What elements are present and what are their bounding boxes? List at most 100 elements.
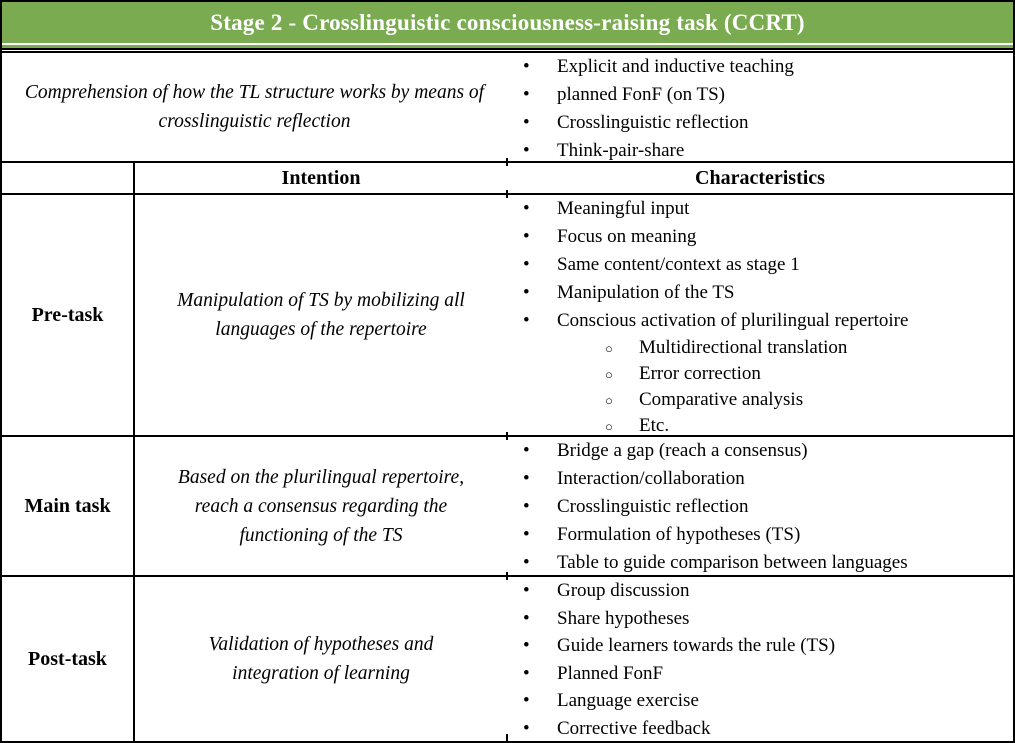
- characteristic-item: • Crosslinguistic reflection: [507, 109, 1013, 137]
- characteristic-text: Bridge a gap (reach a consensus): [557, 440, 808, 461]
- bullet-icon: •: [523, 310, 530, 331]
- column-header-characteristics: Characteristics: [695, 166, 825, 189]
- column-header-spacer: [2, 163, 135, 193]
- bullet-icon: •: [523, 468, 530, 489]
- characteristic-item: • Focus on meaning: [507, 223, 1013, 251]
- characteristic-text: planned FonF (on TS): [557, 84, 726, 105]
- column-border-tick: [506, 572, 508, 580]
- bullet-icon: •: [523, 140, 530, 161]
- overview-intention-cell: Comprehension of how the TL structure wo…: [2, 53, 507, 161]
- bullet-icon: ○: [605, 419, 613, 434]
- column-header-intention: Intention: [281, 166, 361, 189]
- characteristics-list: • Meaningful input • Focus on meaning • …: [507, 195, 1013, 439]
- intention-cell: Manipulation of TS by mobilizing all lan…: [135, 195, 507, 435]
- characteristic-item: • Planned FonF: [507, 660, 1013, 688]
- intention-text: Manipulation of TS by mobilizing all lan…: [177, 290, 465, 340]
- bullet-icon: •: [523, 496, 530, 517]
- characteristic-item: • Think-pair-share: [507, 137, 1013, 165]
- characteristic-text: Planned FonF: [557, 662, 664, 684]
- characteristic-text: Explicit and inductive teaching: [557, 56, 794, 77]
- bullet-icon: •: [523, 440, 530, 461]
- bullet-icon: •: [523, 56, 530, 77]
- task-row-main-task: Main task Based on the plurilingual repe…: [2, 437, 1013, 577]
- task-label: Post-task: [2, 577, 135, 741]
- stage-header-bar: Stage 2 - Crosslinguistic consciousness-…: [2, 2, 1013, 50]
- characteristic-item: • Group discussion: [507, 577, 1013, 605]
- intention-cell: Validation of hypotheses and integration…: [135, 577, 507, 741]
- characteristic-text: Share hypotheses: [557, 607, 690, 629]
- bullet-icon: •: [523, 254, 530, 275]
- characteristic-item: ○ Comparative analysis: [507, 387, 1013, 413]
- characteristics-list: • Bridge a gap (reach a consensus) • Int…: [507, 437, 1013, 577]
- overview-intention-text: Comprehension of how the TL structure wo…: [24, 82, 485, 132]
- overview-row: Comprehension of how the TL structure wo…: [2, 53, 1013, 163]
- header-divider-line: [2, 43, 1013, 45]
- bullet-icon: •: [523, 524, 530, 545]
- characteristic-text: Same content/context as stage 1: [557, 254, 800, 275]
- characteristics-cell: • Meaningful input • Focus on meaning • …: [507, 195, 1013, 436]
- intention-text: Based on the plurilingual repertoire, re…: [177, 466, 465, 546]
- bullet-icon: •: [523, 282, 530, 303]
- characteristic-text: Interaction/collaboration: [557, 468, 745, 489]
- characteristic-item: • Bridge a gap (reach a consensus): [507, 437, 1013, 465]
- characteristics-cell: • Group discussion • Share hypotheses • …: [507, 577, 1013, 741]
- bullet-icon: •: [523, 662, 530, 684]
- bullet-icon: •: [523, 635, 530, 656]
- characteristic-text: Guide learners towards the rule (TS): [557, 635, 836, 656]
- column-border-tick: [506, 734, 508, 741]
- characteristic-item: • Crosslinguistic reflection: [507, 493, 1013, 521]
- characteristic-text: Conscious activation of plurilingual rep…: [557, 310, 909, 331]
- characteristic-item: • Corrective feedback: [507, 715, 1013, 742]
- characteristics-cell: • Bridge a gap (reach a consensus) • Int…: [507, 437, 1013, 575]
- characteristic-text: Focus on meaning: [557, 226, 697, 247]
- characteristic-text: Manipulation of the TS: [557, 282, 735, 303]
- characteristic-text: Comparative analysis: [639, 389, 804, 410]
- characteristics-list: • Group discussion • Share hypotheses • …: [507, 577, 1013, 742]
- characteristic-item: • Share hypotheses: [507, 605, 1013, 633]
- characteristic-text: Group discussion: [557, 580, 690, 601]
- characteristic-item: • Formulation of hypotheses (TS): [507, 521, 1013, 549]
- bullet-icon: •: [523, 690, 530, 711]
- bullet-icon: •: [523, 198, 530, 219]
- bullet-icon: •: [523, 717, 530, 739]
- bullet-icon: •: [523, 226, 530, 247]
- bullet-icon: •: [523, 112, 530, 133]
- bullet-icon: •: [523, 607, 530, 629]
- bullet-icon: ○: [605, 393, 613, 408]
- intention-text: Validation of hypotheses and integration…: [208, 634, 434, 684]
- stage-title: Stage 2 - Crosslinguistic consciousness-…: [210, 10, 805, 35]
- overview-characteristics-cell: • Explicit and inductive teaching • plan…: [507, 53, 1013, 161]
- task-row-post-task: Post-task Validation of hypotheses and i…: [2, 577, 1013, 741]
- characteristic-item: ○ Multidirectional translation: [507, 335, 1013, 361]
- characteristic-item: • Conscious activation of plurilingual r…: [507, 307, 1013, 335]
- characteristic-text: Table to guide comparison between langua…: [557, 552, 908, 573]
- column-border-tick: [506, 432, 508, 440]
- characteristic-item: • Table to guide comparison between lang…: [507, 549, 1013, 577]
- characteristic-text: Think-pair-share: [557, 140, 685, 161]
- characteristic-item: • Same content/context as stage 1: [507, 251, 1013, 279]
- characteristic-item: • Interaction/collaboration: [507, 465, 1013, 493]
- bullet-icon: •: [523, 552, 530, 573]
- characteristic-item: • Manipulation of the TS: [507, 279, 1013, 307]
- characteristic-item: • Explicit and inductive teaching: [507, 53, 1013, 81]
- characteristics-list: • Explicit and inductive teaching • plan…: [507, 53, 1013, 165]
- intention-cell: Based on the plurilingual repertoire, re…: [135, 437, 507, 575]
- bullet-icon: ○: [605, 367, 613, 382]
- task-label: Main task: [2, 437, 135, 575]
- characteristic-text: Etc.: [639, 415, 670, 436]
- characteristic-item: • Meaningful input: [507, 195, 1013, 223]
- column-border-tick: [506, 190, 508, 198]
- characteristic-text: Error correction: [639, 363, 761, 384]
- characteristic-item: • Guide learners towards the rule (TS): [507, 632, 1013, 660]
- double-border-gap: [2, 50, 1013, 53]
- characteristic-item: • Language exercise: [507, 687, 1013, 715]
- bullet-icon: ○: [605, 341, 613, 356]
- column-border-tick: [506, 158, 508, 166]
- bullet-icon: •: [523, 84, 530, 105]
- bullet-icon: •: [523, 580, 530, 601]
- task-row-pre-task: Pre-task Manipulation of TS by mobilizin…: [2, 195, 1013, 437]
- characteristic-text: Formulation of hypotheses (TS): [557, 524, 801, 545]
- characteristic-text: Language exercise: [557, 690, 699, 711]
- characteristic-item: • planned FonF (on TS): [507, 81, 1013, 109]
